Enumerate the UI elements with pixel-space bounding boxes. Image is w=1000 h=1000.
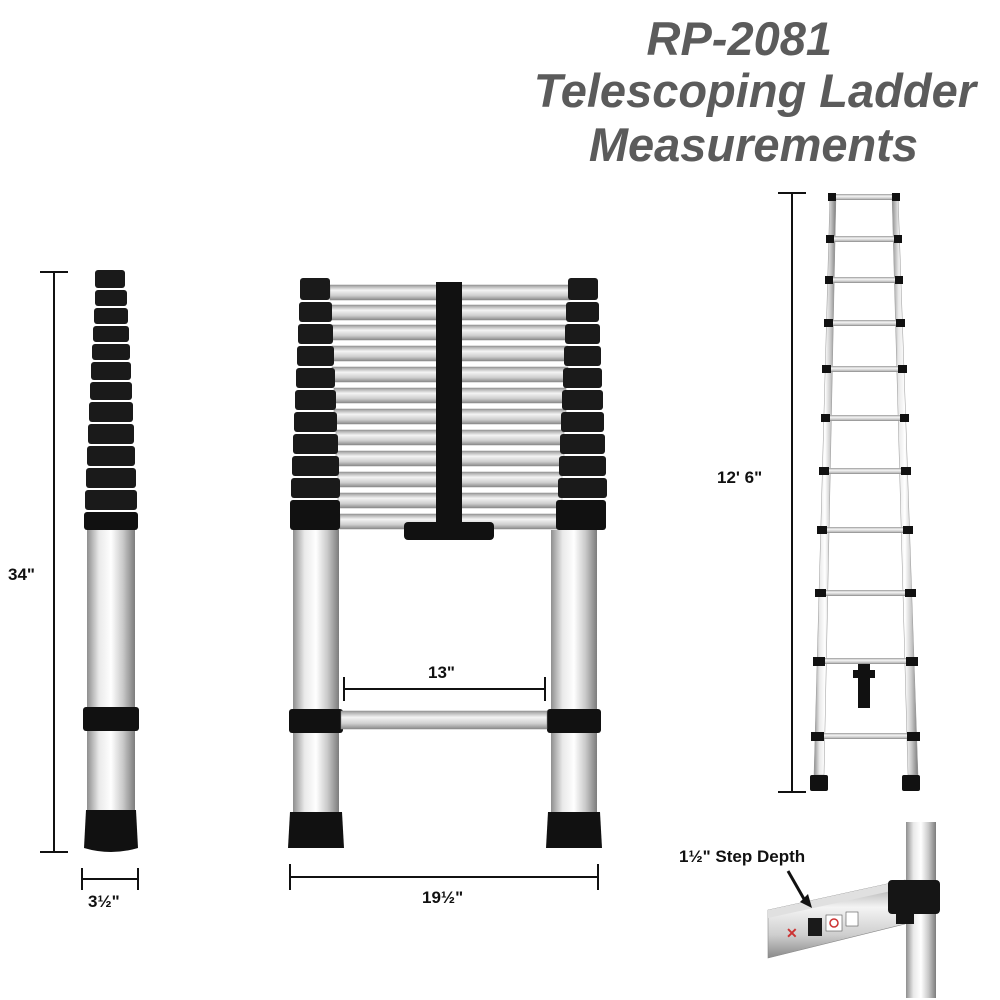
inner-width-label: 13" — [428, 663, 455, 682]
svg-text:✕: ✕ — [786, 925, 798, 941]
step-depth-detail: ✕ — [762, 818, 998, 998]
extended-height-label: 12' 6" — [717, 468, 763, 487]
collapsed-height-label: 34" — [8, 565, 35, 584]
title-line-2: Telescoping Ladder — [533, 64, 976, 117]
side-view-ladder — [40, 270, 139, 890]
step-depth-label: 1½" Step Depth — [679, 847, 806, 866]
collapsed-depth-label: 3½" — [88, 892, 120, 911]
extended-ladder — [778, 192, 920, 793]
title-line-1: RP-2081 — [646, 12, 833, 65]
front-view-ladder — [288, 278, 607, 890]
outer-width-label: 19½" — [422, 888, 464, 907]
title-line-3: Measurements — [588, 118, 918, 171]
